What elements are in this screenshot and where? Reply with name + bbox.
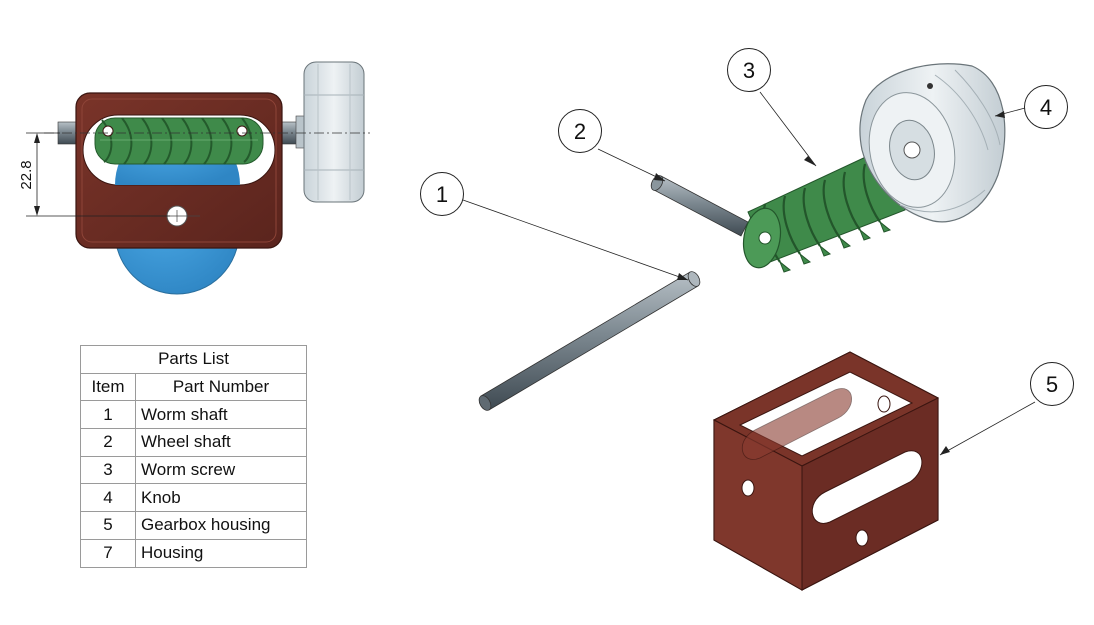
part-worm-screw [742, 147, 906, 273]
balloon-5-label: 5 [1046, 372, 1058, 397]
balloon-2: 2 [558, 109, 602, 153]
row-part-number: Worm screw [135, 455, 307, 485]
table-row: 3 Worm screw [80, 455, 307, 485]
table-row: 5 Gearbox housing [80, 511, 307, 540]
front-view: 22.8 [18, 61, 370, 295]
balloon-5: 5 [1030, 362, 1074, 406]
table-row: 2 Wheel shaft [80, 428, 307, 457]
table-row: 7 Housing [80, 538, 307, 568]
dimension-22-8: 22.8 [18, 132, 170, 217]
balloon-4-label: 4 [1040, 95, 1052, 120]
row-part-number: Housing [135, 538, 307, 568]
dimension-label: 22.8 [18, 160, 35, 189]
balloon-1-label: 1 [436, 182, 448, 207]
parts-list-table: Parts List Item Part Number 1 Worm shaft… [80, 345, 307, 568]
row-part-number: Gearbox housing [135, 511, 307, 540]
balloon-3: 3 [727, 48, 771, 92]
table-row: 4 Knob [80, 483, 307, 513]
balloon-2-label: 2 [574, 119, 586, 144]
header-item: Item [80, 372, 136, 402]
leader-lines [462, 91, 1036, 456]
header-part-number: Part Number [135, 372, 307, 402]
part-wheel-shaft [650, 175, 749, 237]
row-part-number: Worm shaft [135, 400, 307, 430]
part-worm-shaft [478, 271, 701, 411]
balloon-1: 1 [420, 172, 464, 216]
row-item: 2 [80, 428, 136, 457]
row-item: 1 [80, 400, 136, 430]
row-item: 7 [80, 538, 136, 568]
part-knob [859, 63, 1006, 223]
worm-screw-front [94, 117, 264, 165]
parts-list-header: Item Part Number [80, 372, 307, 402]
row-item: 4 [80, 483, 136, 513]
balloon-3-label: 3 [743, 58, 755, 83]
row-item: 5 [80, 511, 136, 540]
knob-front [295, 61, 365, 203]
parts-list-title: Parts List [80, 345, 307, 374]
leader-arrowheads [654, 111, 1005, 455]
row-part-number: Knob [135, 483, 307, 513]
table-row: 1 Worm shaft [80, 400, 307, 430]
row-part-number: Wheel shaft [135, 428, 307, 457]
balloon-4: 4 [1024, 85, 1068, 129]
part-gearbox-housing [712, 351, 940, 591]
row-item: 3 [80, 455, 136, 485]
